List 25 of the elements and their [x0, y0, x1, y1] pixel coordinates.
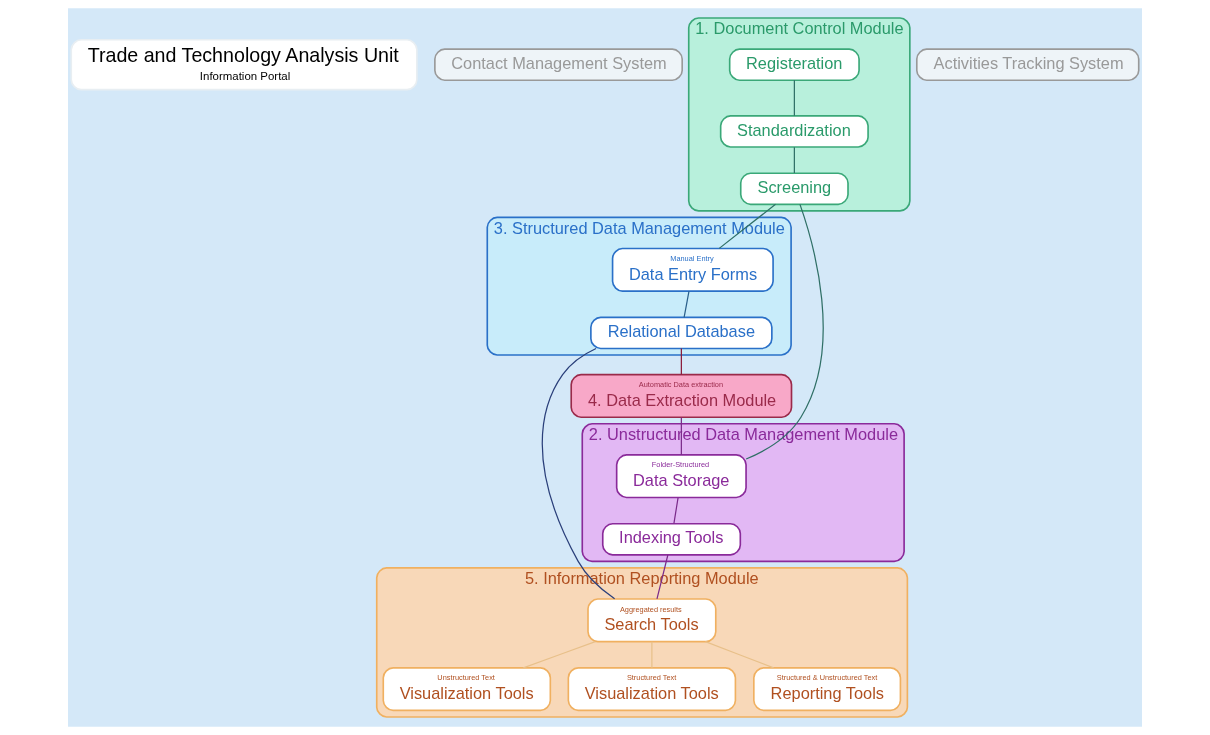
node-box: Registeration: [728, 48, 860, 82]
node-box: Folder-Structured Data Storage: [615, 454, 747, 499]
node-box: Standardization: [719, 115, 869, 148]
node-box: Trade and Technology Analysis Unit Information Portal: [70, 38, 418, 91]
connector: [522, 641, 596, 669]
connector: [793, 79, 795, 117]
node-box: Unstructured Text Visualization Tools: [382, 667, 552, 712]
connector: [793, 146, 795, 174]
node-box: Relational Database: [590, 316, 773, 350]
node-box: Contact Management System: [434, 48, 683, 82]
node-box: Screening: [739, 172, 849, 206]
connector: [541, 347, 616, 600]
node-box: Aggregated results Search Tools: [587, 598, 717, 643]
connector: [683, 290, 690, 318]
connector: [745, 203, 824, 460]
node-box: Manual Entry Data Entry Forms: [611, 247, 774, 292]
connector: [704, 641, 775, 669]
node-box: Automatic Data extraction 4. Data Extraction Module: [570, 373, 793, 419]
node-box: Structured & Unstructured Text Reporting Tools: [753, 667, 902, 712]
connector: [651, 641, 653, 669]
connector: [680, 347, 682, 376]
node-box: Activities Tracking System: [915, 48, 1140, 82]
connector: [673, 497, 679, 525]
node-box: Indexing Tools: [601, 522, 742, 556]
node-box: Structured Text Visualization Tools: [567, 667, 737, 712]
